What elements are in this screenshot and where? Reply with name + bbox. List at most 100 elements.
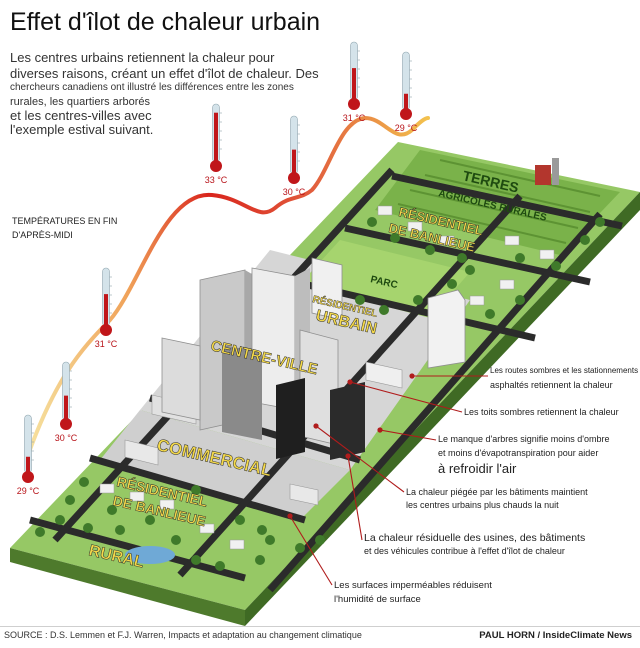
- tree: [515, 295, 525, 305]
- road: [267, 211, 603, 593]
- thermometer-level: [214, 112, 218, 162]
- road: [391, 172, 623, 230]
- tree: [265, 535, 275, 545]
- tree: [447, 279, 457, 289]
- tree: [485, 309, 495, 319]
- callout-roads-line-1: Les routes sombres et les stationnements: [490, 366, 639, 375]
- tree: [191, 555, 201, 565]
- tower-dark: [276, 378, 305, 459]
- tree: [235, 515, 245, 525]
- callout-trapped-line-1: La chaleur piégée par les bâtiments main…: [406, 487, 588, 497]
- tree: [145, 515, 155, 525]
- tree: [580, 235, 590, 245]
- thermometer-bulb: [210, 160, 222, 172]
- callout-roads-line-2: asphaltés retiennent la chaleur: [490, 380, 613, 390]
- tree: [215, 561, 225, 571]
- callout-trees-line-3: à refroidir l'air: [438, 461, 517, 476]
- thermometers: 29 °C 30 °C 31 °C 33 °C 30 °C 31 °C 29 °C: [17, 41, 418, 496]
- tree: [79, 477, 89, 487]
- callout-roofs: Les toits sombres retiennent la chaleur: [464, 407, 619, 417]
- intro-line-1: Les centres urbains retiennent la chaleu…: [10, 50, 275, 65]
- thermometer-level: [292, 149, 296, 174]
- commercial-pavement: [100, 410, 350, 520]
- temperature-caption-line-1: TEMPÉRATURES EN FIN: [12, 216, 118, 226]
- thermometer-label: 33 °C: [205, 175, 228, 185]
- ground-side-right: [245, 192, 640, 626]
- tree: [65, 495, 75, 505]
- leader-line: [349, 381, 463, 413]
- tree: [515, 253, 525, 263]
- leader-line: [315, 425, 405, 493]
- callout-waste-heat-line-2: et des véhicules contribue à l'effet d'î…: [364, 546, 565, 556]
- thermometer: 31 °C: [95, 267, 118, 349]
- thermometer: 33 °C: [205, 103, 228, 185]
- callout-dot: [409, 373, 415, 379]
- callout-surfaces-line-2: l'humidité de surface: [334, 594, 421, 605]
- leader-line: [379, 429, 437, 441]
- houses-top: [377, 205, 555, 306]
- tree: [55, 515, 65, 525]
- intro-line-6: l'exemple estival suivant.: [10, 122, 154, 137]
- thermometer: 29 °C: [17, 414, 40, 496]
- thermometer-bulb: [400, 108, 412, 120]
- callout-dot: [345, 453, 351, 459]
- intro-line-3: chercheurs canadiens ont illustré les di…: [10, 82, 294, 93]
- thermometer: 30 °C: [283, 115, 306, 197]
- callout-leaders: [289, 375, 488, 586]
- leader-line: [289, 515, 333, 586]
- thermometer-label: 29 °C: [17, 486, 40, 496]
- ground-side-left: [10, 548, 245, 626]
- thermometer-bulb: [22, 471, 34, 483]
- page-title: Effet d'îlot de chaleur urbain: [10, 8, 321, 36]
- thermometer-label: 31 °C: [95, 339, 118, 349]
- thermometer-label: 30 °C: [283, 187, 306, 197]
- tree: [551, 261, 561, 271]
- tree: [457, 253, 467, 263]
- callout-trapped-line-2: les centres urbains plus chauds la nuit: [406, 500, 559, 510]
- tree: [595, 217, 605, 227]
- thermometer-level: [64, 395, 68, 420]
- tree: [255, 555, 265, 565]
- thermometer-label: 30 °C: [55, 433, 78, 443]
- pond: [125, 546, 175, 564]
- intro-line-2: diverses raisons, créant un effet d'îlot…: [10, 66, 319, 81]
- callout-dot: [347, 379, 353, 385]
- tree: [171, 535, 181, 545]
- tower: [161, 337, 201, 421]
- source-text: SOURCE : D.S. Lemmen et F.J. Warren, Imp…: [4, 630, 362, 640]
- tree: [425, 245, 435, 255]
- tree: [367, 217, 377, 227]
- tower: [427, 289, 466, 369]
- thermometer-bulb: [348, 98, 360, 110]
- footer-divider: [0, 626, 640, 627]
- intro-line-4: rurales, les quartiers arborés: [10, 96, 151, 108]
- tree: [379, 305, 389, 315]
- tree: [107, 505, 117, 515]
- tree: [35, 527, 45, 537]
- tree: [465, 265, 475, 275]
- callout-trees-line-2: et moins d'évapotranspiration pour aider: [438, 448, 599, 458]
- tree: [83, 523, 93, 533]
- tree: [390, 233, 400, 243]
- credit-text: PAUL HORN / InsideClimate News: [479, 630, 632, 641]
- thermometer-level: [104, 294, 108, 326]
- callout-dots: [287, 373, 415, 519]
- thermometer-level: [404, 93, 408, 110]
- callout-waste-heat-line-1: La chaleur résiduelle des usines, des bâ…: [364, 532, 586, 544]
- callout-dot: [377, 427, 383, 433]
- downtown-towers: [161, 257, 466, 460]
- thermometer-bulb: [60, 418, 72, 430]
- thermometer-label: 29 °C: [395, 123, 418, 133]
- thermometer-bulb: [288, 172, 300, 184]
- tree: [315, 535, 325, 545]
- tree: [191, 485, 201, 495]
- tower: [222, 345, 262, 440]
- callout-dot: [287, 513, 293, 519]
- thermometer-label: 31 °C: [343, 113, 366, 123]
- temperature-curve: [26, 115, 430, 457]
- thermometer: 29 °C: [395, 51, 418, 133]
- callout-dot: [313, 423, 319, 429]
- leader-line: [347, 455, 363, 541]
- thermometer-level: [26, 456, 30, 473]
